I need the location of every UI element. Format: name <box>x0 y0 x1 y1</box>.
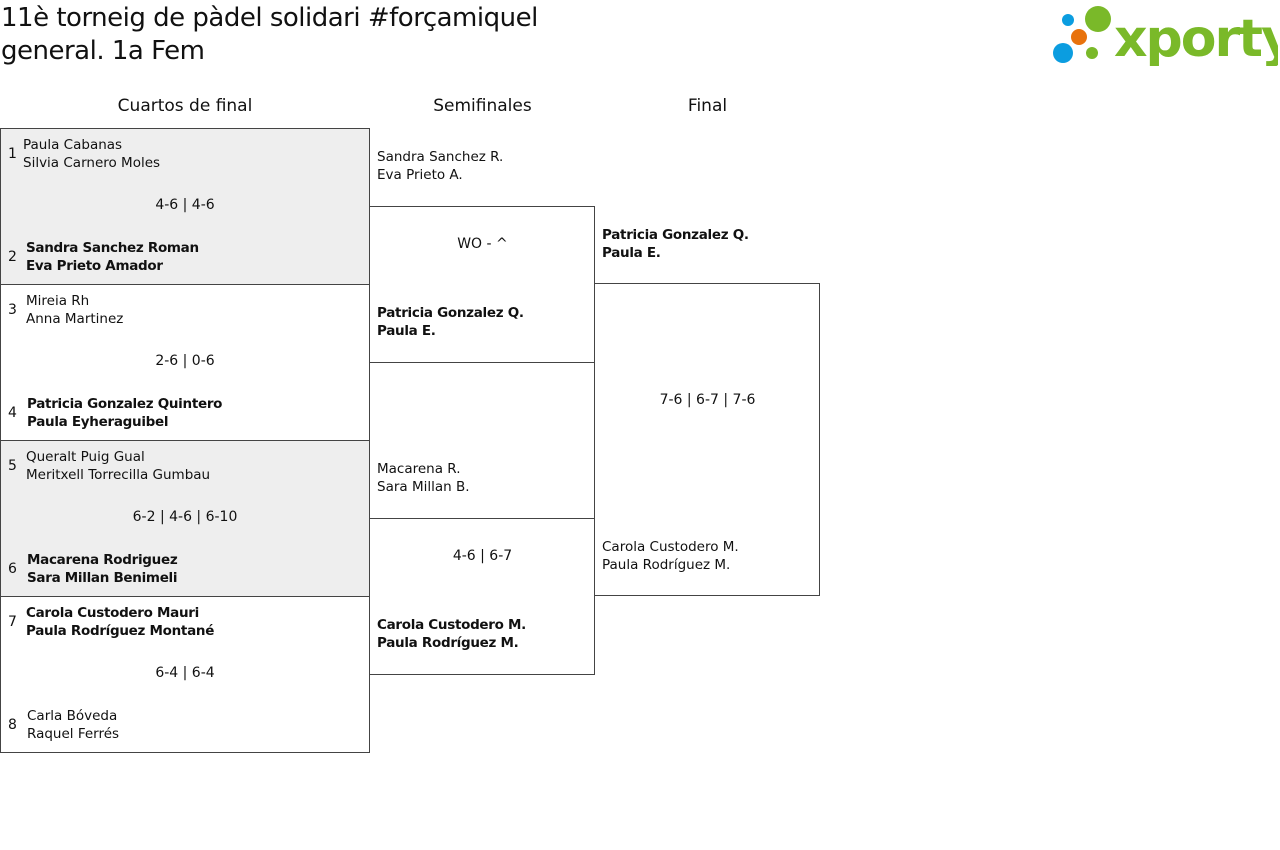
player-name: Patricia Gonzalez Q. <box>377 305 524 321</box>
match-score: 4-6 | 6-7 <box>452 548 513 564</box>
title-line-1: 11è torneig de pàdel solidari #forçamiqu… <box>1 3 538 33</box>
team[interactable]: Sandra Sanchez R. Eva Prieto A. <box>377 148 503 184</box>
player-name: Paula Cabanas <box>23 137 123 153</box>
team[interactable]: Mireia Rh Anna Martinez <box>26 292 123 328</box>
quarterfinal-match <box>0 128 370 285</box>
round-header-final: Final <box>687 96 728 116</box>
match-score: 6-4 | 6-4 <box>155 665 215 681</box>
page-title: 11è torneig de pàdel solidari #forçamiqu… <box>1 2 538 68</box>
player-name: Carola Custodero Mauri <box>26 605 199 621</box>
seed-number: 8 <box>8 717 17 733</box>
team[interactable]: Macarena R. Sara Millan B. <box>377 460 470 496</box>
player-name: Carola Custodero M. <box>377 617 526 633</box>
team[interactable]: Patricia Gonzalez Q. Paula E. <box>377 304 524 340</box>
player-name: Paula Rodríguez Montané <box>26 623 215 639</box>
player-name: Anna Martinez <box>26 311 124 327</box>
player-name: Silvia Carnero Moles <box>23 155 161 171</box>
player-name: Queralt Puig Gual <box>26 449 145 465</box>
seed-number: 4 <box>8 405 17 421</box>
player-name: Paula E. <box>602 245 661 261</box>
seed-number: 2 <box>8 249 17 265</box>
player-name: Paula Eyheraguibel <box>27 414 169 430</box>
team[interactable]: Carola Custodero M. Paula Rodríguez M. <box>377 616 526 652</box>
player-name: Paula E. <box>377 323 436 339</box>
player-name: Meritxell Torrecilla Gumbau <box>26 467 211 483</box>
semifinal-match <box>369 518 595 675</box>
team[interactable]: Carola Custodero M. Paula Rodríguez M. <box>602 538 739 574</box>
final-match <box>594 283 820 596</box>
player-name: Carla Bóveda <box>27 708 118 724</box>
seed-number: 7 <box>8 614 17 630</box>
title-line-2: general. 1a Fem <box>1 36 205 66</box>
match-score: 2-6 | 0-6 <box>155 353 215 369</box>
match-score: 6-2 | 4-6 | 6-10 <box>132 509 238 525</box>
match-score: 4-6 | 4-6 <box>155 197 215 213</box>
player-name: Sara Millan B. <box>377 479 470 495</box>
player-name: Sandra Sanchez Roman <box>26 240 199 256</box>
quarterfinal-match <box>0 440 370 597</box>
team[interactable]: Patricia Gonzalez Q. Paula E. <box>602 226 749 262</box>
player-name: Sara Millan Benimeli <box>27 570 178 586</box>
player-name: Carola Custodero M. <box>602 539 739 555</box>
player-name: Paula Rodríguez M. <box>377 635 519 651</box>
match-score: WO - ^ <box>457 236 508 252</box>
player-name: Paula Rodríguez M. <box>602 557 731 573</box>
round-header-semis: Semifinales <box>433 96 532 116</box>
player-name: Mireia Rh <box>26 293 90 309</box>
player-name: Raquel Ferrés <box>27 726 120 742</box>
player-name: Macarena Rodriguez <box>27 552 178 568</box>
seed-number: 6 <box>8 561 17 577</box>
seed-number: 5 <box>8 458 17 474</box>
match-score: 7-6 | 6-7 | 7-6 <box>659 392 756 408</box>
player-name: Patricia Gonzalez Quintero <box>27 396 223 412</box>
player-name: Sandra Sanchez R. <box>377 149 504 165</box>
seed-number: 1 <box>8 146 17 162</box>
player-name: Eva Prieto Amador <box>26 258 163 274</box>
player-name: Macarena R. <box>377 461 461 477</box>
player-name: Patricia Gonzalez Q. <box>602 227 749 243</box>
xporty-logo[interactable]: xporty <box>1050 4 1280 69</box>
round-header-quarters: Cuartos de final <box>117 96 253 116</box>
seed-number: 3 <box>8 302 17 318</box>
player-name: Eva Prieto A. <box>377 167 463 183</box>
svg-text:xporty: xporty <box>1114 9 1278 66</box>
